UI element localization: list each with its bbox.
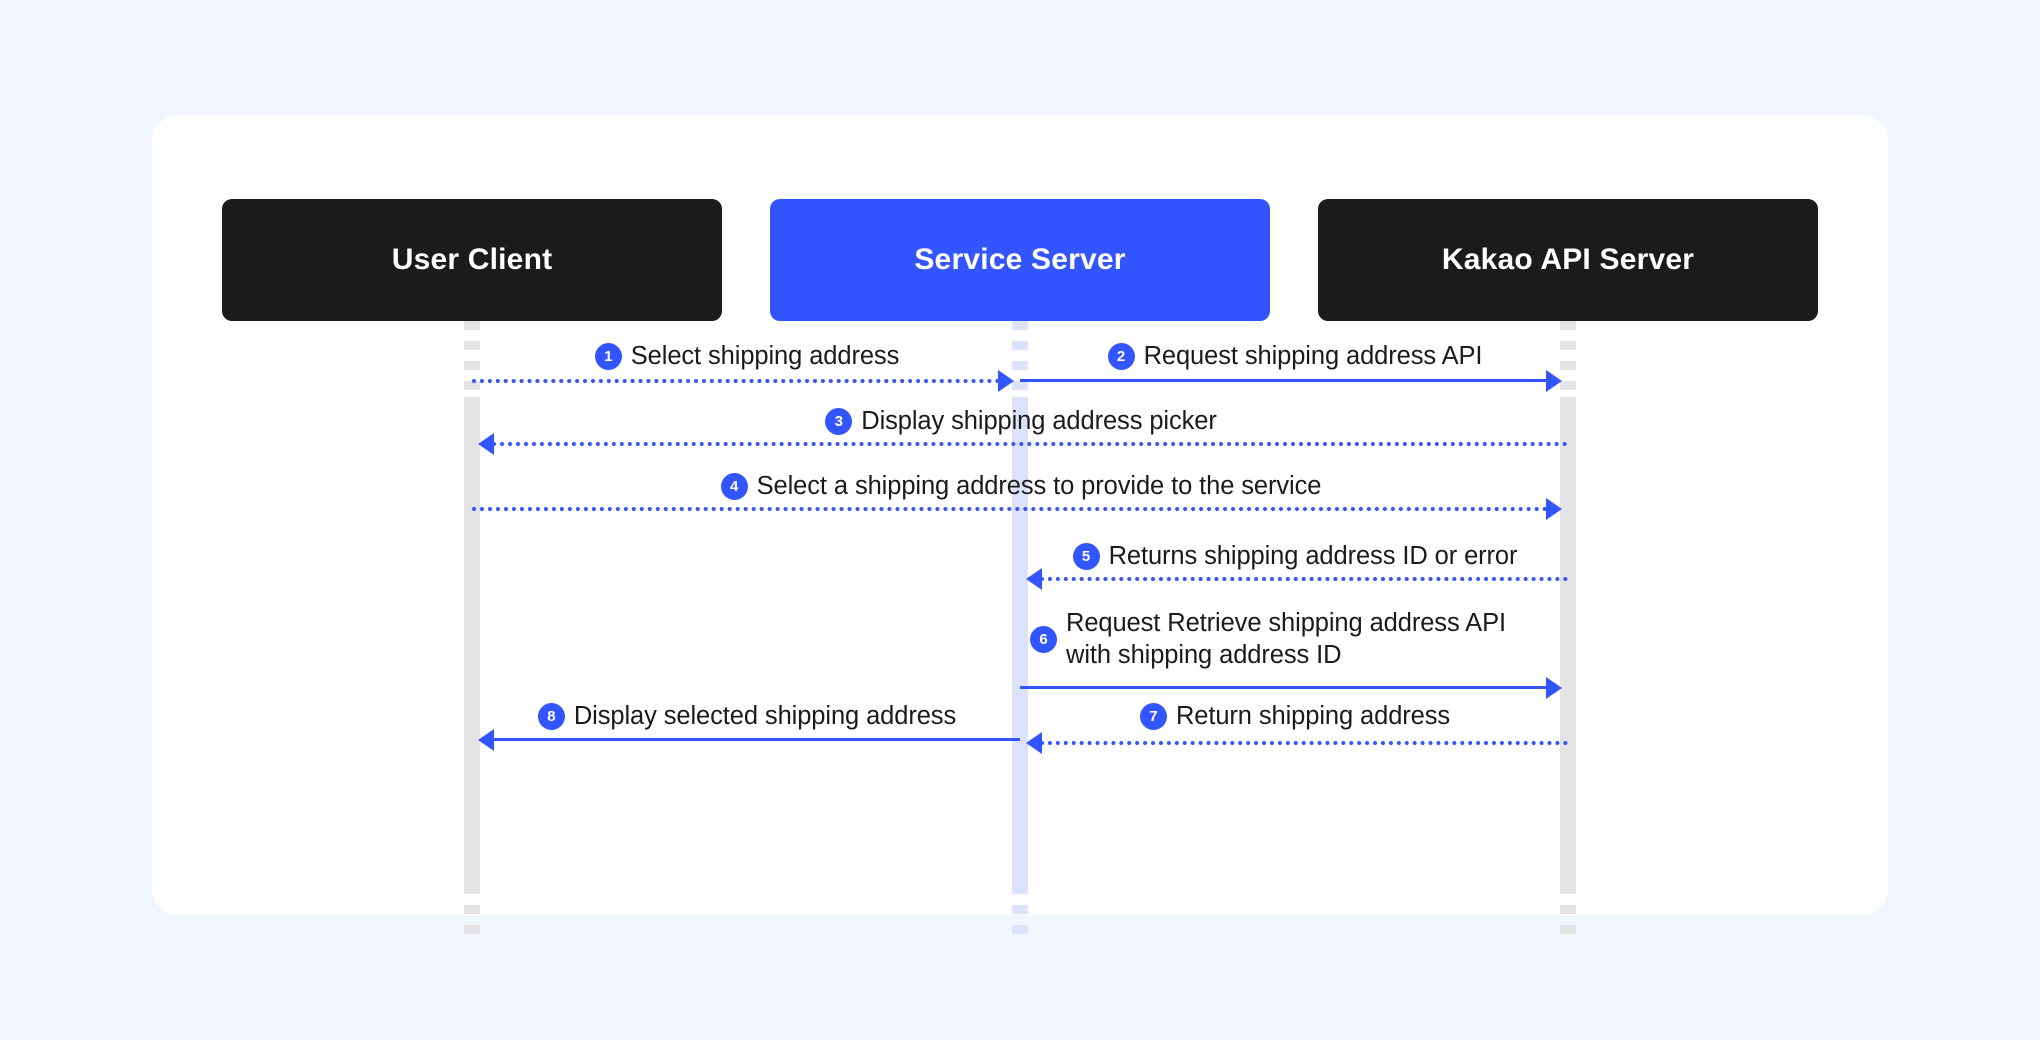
lifeline-user-client-top <box>464 321 480 397</box>
message-4-arrowhead-icon <box>1546 498 1562 520</box>
message-number-badge: 5 <box>1072 542 1100 570</box>
message-2-line <box>1020 379 1548 382</box>
message-number-badge: 3 <box>825 407 853 435</box>
message-7-arrowhead-icon <box>1026 732 1042 754</box>
message-text: Returns shipping address ID or error <box>1108 542 1518 570</box>
lifeline-user-client-bottom <box>464 885 480 939</box>
message-5-label: 5 Returns shipping address ID or error <box>1022 540 1568 572</box>
activation-bar-user-client <box>464 397 480 885</box>
message-text: Display selected shipping address <box>573 702 957 730</box>
message-text-block: Request Retrieve shipping address API wi… <box>1066 607 1506 671</box>
message-4-label: 4 Select a shipping address to provide t… <box>474 470 1568 502</box>
message-1-arrowhead-icon <box>998 370 1014 392</box>
message-2-label: 2 Request shipping address API <box>1022 340 1568 372</box>
message-4-line <box>472 507 1548 511</box>
message-6-arrowhead-icon <box>1546 677 1562 699</box>
message-5-line <box>1040 577 1568 581</box>
message-3-label: 3 Display shipping address picker <box>474 405 1568 437</box>
message-text: Display shipping address picker <box>861 407 1217 435</box>
message-text: Return shipping address <box>1175 702 1451 730</box>
participant-label: Service Server <box>914 243 1126 276</box>
message-number-badge: 2 <box>1107 342 1135 370</box>
participant-service-server: Service Server <box>770 199 1270 321</box>
activation-bar-kakao-api-server <box>1560 397 1576 885</box>
message-number-badge: 1 <box>594 342 622 370</box>
message-3-line <box>492 442 1568 446</box>
message-1-line <box>472 379 1000 383</box>
lifeline-service-server-top <box>1012 321 1028 397</box>
lifeline-kakao-api-server-top <box>1560 321 1576 397</box>
participant-label: Kakao API Server <box>1441 243 1695 276</box>
participant-label: User Client <box>391 243 553 276</box>
message-text: Select shipping address <box>630 342 900 370</box>
message-text-line-2: with shipping address ID <box>1066 641 1342 670</box>
message-number-badge: 4 <box>720 472 748 500</box>
sequence-diagram-card: User Client Service Server Kakao API Ser… <box>152 115 1888 939</box>
activation-bar-service-server <box>1012 397 1028 885</box>
message-6-line <box>1020 686 1548 689</box>
message-number-badge: 8 <box>537 702 565 730</box>
participant-user-client: User Client <box>222 199 722 321</box>
message-7-label: 7 Return shipping address <box>1022 700 1568 732</box>
message-text-line-1: Request Retrieve shipping address API <box>1066 609 1506 637</box>
message-1-label: 1 Select shipping address <box>474 340 1020 372</box>
participant-kakao-api-server: Kakao API Server <box>1318 199 1818 321</box>
message-2-arrowhead-icon <box>1546 370 1562 392</box>
message-8-arrowhead-icon <box>478 729 494 751</box>
message-6-label: 6 Request Retrieve shipping address API … <box>1030 607 1570 671</box>
lifeline-kakao-api-server-bottom <box>1560 885 1576 939</box>
message-text: Select a shipping address to provide to … <box>756 472 1322 500</box>
message-text: Request shipping address API <box>1143 342 1483 370</box>
message-number-badge: 6 <box>1030 625 1057 653</box>
message-3-arrowhead-icon <box>478 433 494 455</box>
message-8-line <box>492 738 1020 741</box>
lifeline-service-server-bottom <box>1012 885 1028 939</box>
message-number-badge: 7 <box>1139 702 1167 730</box>
message-5-arrowhead-icon <box>1026 568 1042 590</box>
message-7-line <box>1040 741 1568 745</box>
message-8-label: 8 Display selected shipping address <box>474 700 1020 732</box>
